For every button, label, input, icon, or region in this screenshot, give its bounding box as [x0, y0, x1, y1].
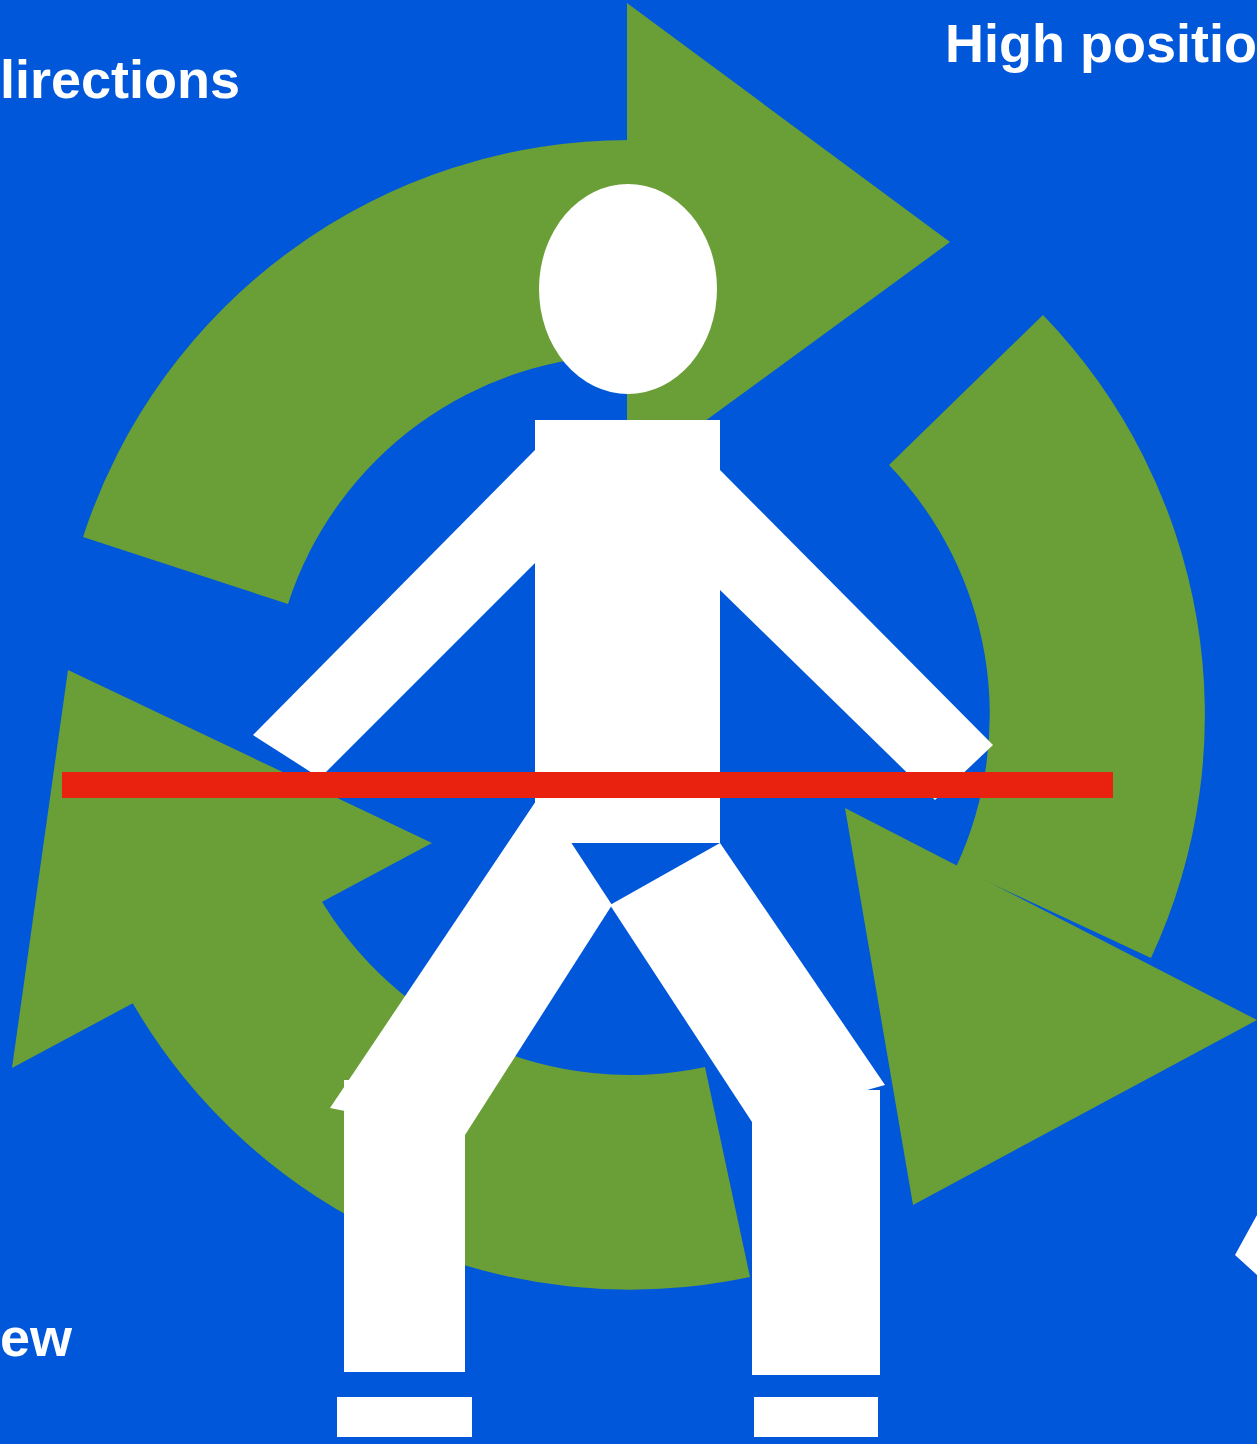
figure-foot — [337, 1397, 472, 1437]
arrow-head — [845, 808, 1257, 1205]
caption-label: High positio — [945, 16, 1257, 70]
caption-label: lirections — [0, 52, 240, 106]
figure-foot — [754, 1397, 878, 1437]
figure-shin — [344, 1080, 465, 1372]
figure-leg — [610, 843, 885, 1122]
figure-head — [539, 184, 717, 394]
figure-shin — [752, 1090, 880, 1375]
figure-arm — [253, 450, 535, 778]
figure-arm — [720, 470, 993, 800]
caption-label: ew — [0, 1310, 72, 1364]
cycle-arrows — [12, 3, 1257, 1290]
arrow-head — [12, 670, 432, 1068]
horizontal-bar — [62, 772, 1113, 798]
stick-figure — [253, 184, 1257, 1437]
edge-fragment — [1235, 1215, 1257, 1275]
